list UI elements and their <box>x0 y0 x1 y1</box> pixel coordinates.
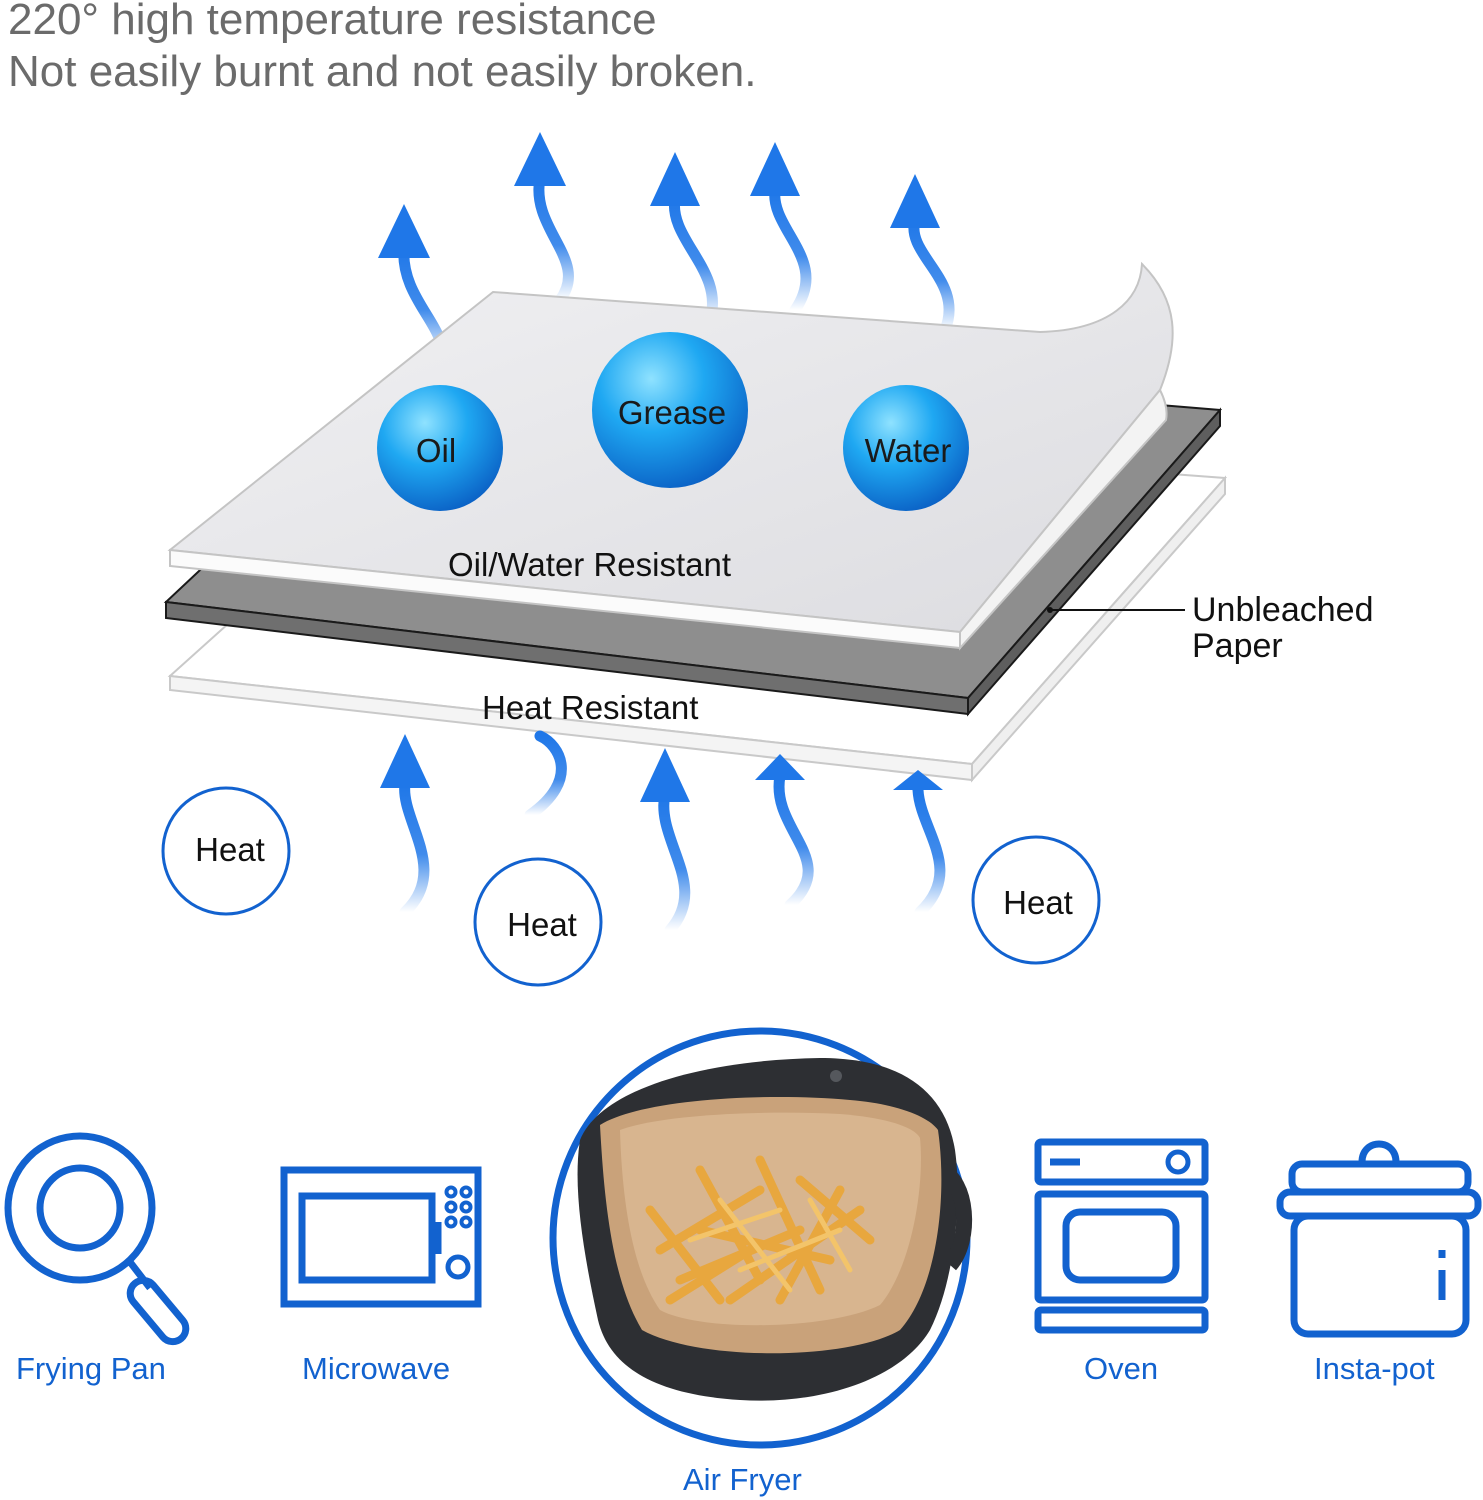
callout-line-1: Unbleached <box>1192 591 1374 629</box>
use-label-microwave: Microwave <box>302 1351 451 1386</box>
top-layer-label: Oil/Water Resistant <box>448 546 732 583</box>
frying-pan-icon <box>4 1132 190 1346</box>
bottom-layer-label: Heat Resistant <box>482 689 699 726</box>
insta-pot-icon <box>1276 1140 1482 1338</box>
water-blob: Water <box>843 385 969 511</box>
use-label-insta-pot: Insta-pot <box>1314 1351 1435 1386</box>
use-label-air-fryer: Air Fryer <box>683 1462 802 1497</box>
unbleached-paper-callout: Unbleached Paper <box>1192 592 1373 664</box>
oil-blob: Oil <box>377 385 503 511</box>
microwave-icon <box>280 1166 482 1308</box>
svg-text:Oil: Oil <box>416 432 456 469</box>
headline-line-1: 220° high temperature resistance <box>8 0 657 44</box>
svg-text:Grease: Grease <box>618 394 726 431</box>
headline-line-2: Not easily burnt and not easily broken. <box>8 47 757 96</box>
heat-badge-1: Heat <box>161 786 291 916</box>
svg-text:Heat: Heat <box>507 906 577 943</box>
heat-badge-3: Heat <box>971 835 1101 965</box>
callout-line-2: Paper <box>1192 627 1283 665</box>
svg-text:Heat: Heat <box>1003 884 1073 921</box>
svg-text:Water: Water <box>865 432 952 469</box>
oven-icon <box>1034 1138 1209 1334</box>
use-label-oven: Oven <box>1084 1351 1159 1386</box>
grease-blob: Grease <box>592 332 748 488</box>
use-label-frying-pan: Frying Pan <box>16 1351 166 1386</box>
heat-arrows-up <box>380 730 946 936</box>
svg-text:Heat: Heat <box>195 831 265 868</box>
air-fryer-photo <box>549 1027 973 1449</box>
heat-badge-2: Heat <box>473 857 603 987</box>
